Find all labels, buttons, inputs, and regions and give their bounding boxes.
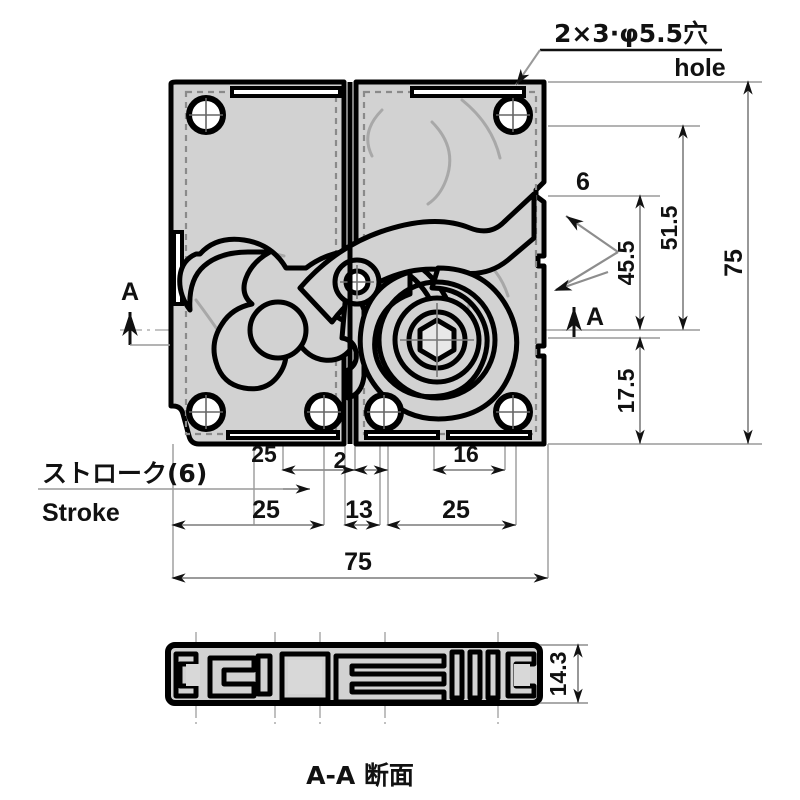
roller-pin bbox=[247, 299, 309, 361]
dimension-45-5-label: 45.5 bbox=[613, 240, 639, 285]
mounting-holes bbox=[186, 95, 533, 432]
dimension-25-right-label: 25 bbox=[442, 496, 470, 524]
section-mark-left: A bbox=[121, 278, 170, 346]
bottom-slot-reliefs bbox=[226, 430, 532, 440]
right-dimensions bbox=[635, 80, 753, 444]
section-caption: A-A 断面 bbox=[306, 761, 414, 790]
stroke-callout: ストローク(6) Stroke bbox=[42, 459, 310, 527]
dimension-25-left-label: 25 bbox=[252, 496, 280, 524]
dimension-25-upper-label: 25 bbox=[251, 441, 277, 467]
mounting-hole bbox=[364, 392, 404, 432]
dimension-75-vertical-label: 75 bbox=[720, 249, 748, 277]
top-slot-reliefs bbox=[230, 86, 526, 98]
mounting-hole bbox=[493, 392, 533, 432]
hole-callout-jp: 2×3·φ5.5穴 bbox=[554, 19, 708, 48]
dimension-75-overall-label: 75 bbox=[344, 548, 372, 576]
dimension-16-label: 16 bbox=[453, 441, 479, 467]
stroke-label-en: Stroke bbox=[42, 499, 120, 527]
section-mark-right-label: A bbox=[586, 303, 604, 331]
hole-callout-en: hole bbox=[674, 54, 725, 82]
mounting-hole bbox=[186, 95, 226, 135]
dimension-2-label: 2 bbox=[334, 447, 347, 473]
bottom-dimensions bbox=[171, 465, 548, 583]
section-fill-pockets bbox=[186, 660, 530, 694]
dimension-6-leader: 6 bbox=[553, 168, 619, 292]
dimension-13-label: 13 bbox=[345, 496, 373, 524]
mounting-hole bbox=[493, 95, 533, 135]
dimension-17-5-label: 17.5 bbox=[613, 368, 639, 413]
front-view bbox=[168, 79, 547, 447]
section-thickness-dimension: 14.3 bbox=[540, 643, 588, 704]
dimension-6-label: 6 bbox=[576, 168, 590, 196]
dimension-51-5-label: 51.5 bbox=[656, 205, 682, 250]
section-view-a-a: 14.3 A-A 断面 bbox=[165, 632, 588, 790]
mounting-hole bbox=[304, 392, 344, 432]
mounting-hole bbox=[186, 392, 226, 432]
cam-assembly bbox=[357, 265, 520, 422]
section-mark-right: A bbox=[566, 303, 604, 337]
dimension-14-3-label: 14.3 bbox=[545, 652, 571, 697]
extension-lines bbox=[38, 81, 762, 578]
section-mark-left-label: A bbox=[121, 278, 139, 306]
stroke-label-jp: ストローク(6) bbox=[42, 459, 207, 488]
hole-callout: 2×3·φ5.5穴 hole bbox=[515, 19, 726, 86]
